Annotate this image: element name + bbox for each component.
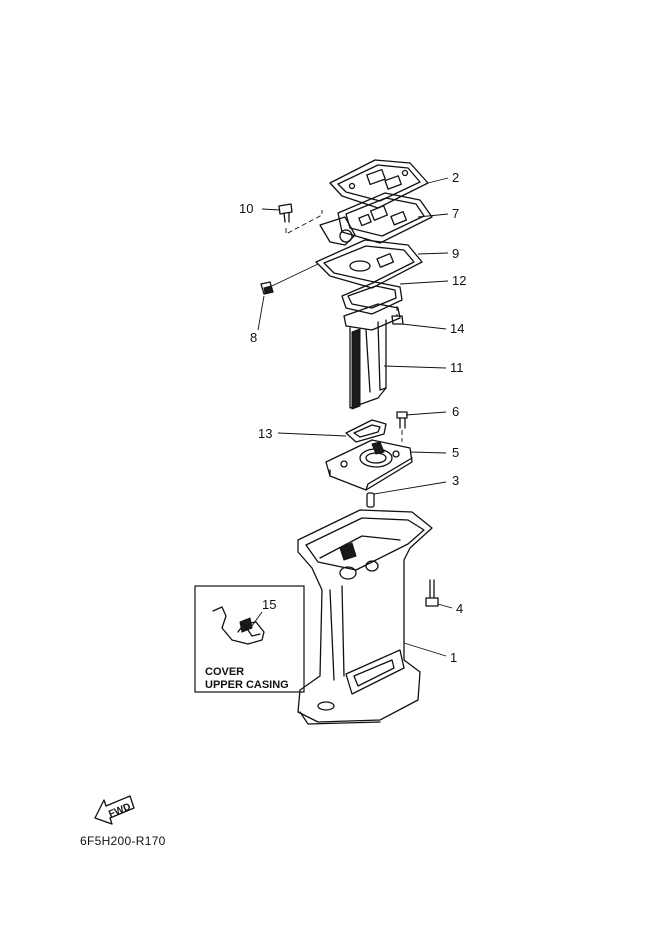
callout-4: 4 xyxy=(456,601,463,616)
part-1-upper-casing xyxy=(297,509,433,725)
part-3-dowel xyxy=(366,492,375,508)
part-5-housing xyxy=(325,439,413,491)
part-9-gasket xyxy=(315,216,423,289)
callout-6: 6 xyxy=(452,404,459,419)
callout-5: 5 xyxy=(452,445,459,460)
part-12-guide xyxy=(341,281,403,331)
callout-7: 7 xyxy=(452,206,459,221)
callout-8: 8 xyxy=(250,330,257,345)
callout-1: 1 xyxy=(450,650,457,665)
part-10-bolt xyxy=(278,203,323,235)
callout-12: 12 xyxy=(452,273,466,288)
part-4-bolt xyxy=(425,579,439,607)
drawing-code: 6F5H200-R170 xyxy=(80,834,166,848)
callout-10: 10 xyxy=(239,201,253,216)
part-8-plug xyxy=(260,263,319,295)
part-6-bolt xyxy=(396,411,408,442)
callout-2: 2 xyxy=(452,170,459,185)
inset-label-line2: UPPER CASING xyxy=(205,679,289,691)
callout-3: 3 xyxy=(452,473,459,488)
callout-11: 11 xyxy=(450,360,464,375)
inset-label-line1: COVER xyxy=(205,666,244,678)
callout-15: 15 xyxy=(262,597,276,612)
callout-9: 9 xyxy=(452,246,459,261)
callout-14: 14 xyxy=(450,321,464,336)
inset-cover-upper-casing: 15 COVER UPPER CASING xyxy=(194,585,305,693)
callout-13: 13 xyxy=(258,426,272,441)
fwd-arrow-icon: FWD xyxy=(94,795,135,825)
leader-lines xyxy=(257,177,453,657)
callouts: 2 10 7 9 12 8 14 11 6 13 5 3 4 1 xyxy=(239,170,466,665)
part-13-gasket xyxy=(345,419,387,443)
part-11-exhaust-tube xyxy=(349,319,387,410)
